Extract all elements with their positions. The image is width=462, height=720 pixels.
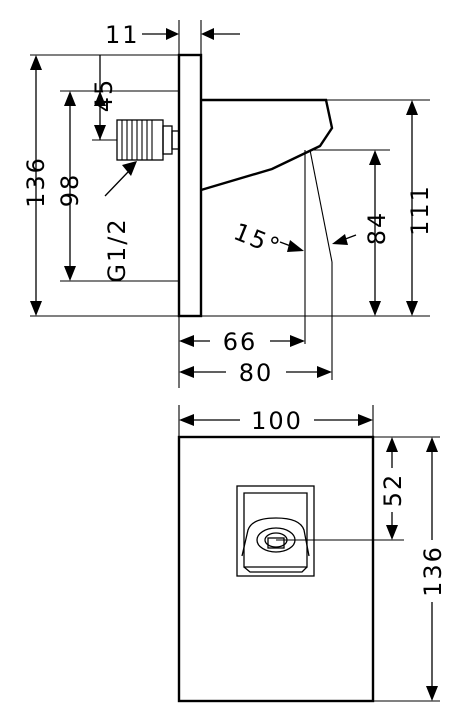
wall-plate [177, 53, 203, 318]
dim-angle: 15° [230, 218, 286, 262]
dim-top-to-connection: 45 [90, 78, 118, 113]
front-spout [236, 485, 315, 577]
front-view: 100 52 136 [177, 405, 447, 703]
dim-projection-short: 66 [223, 328, 258, 356]
spout-body [200, 98, 334, 192]
hose-connection [116, 119, 180, 161]
front-plate [177, 435, 375, 703]
dim-outlet-height: 111 [406, 184, 434, 236]
side-view: 11 136 98 45 G1/2 111 84 [22, 20, 434, 388]
dim-plate-thickness: 11 [105, 21, 140, 49]
dim-front-height: 136 [419, 545, 447, 597]
dim-lower-outlet-height: 84 [363, 211, 391, 246]
dim-projection-long: 80 [239, 359, 274, 387]
dim-overall-height: 136 [22, 156, 50, 208]
dim-thread: G1/2 [103, 217, 131, 282]
dim-connection-height: 98 [56, 173, 84, 208]
dim-front-width: 100 [251, 407, 303, 435]
dim-outlet-depth: 52 [379, 473, 407, 508]
